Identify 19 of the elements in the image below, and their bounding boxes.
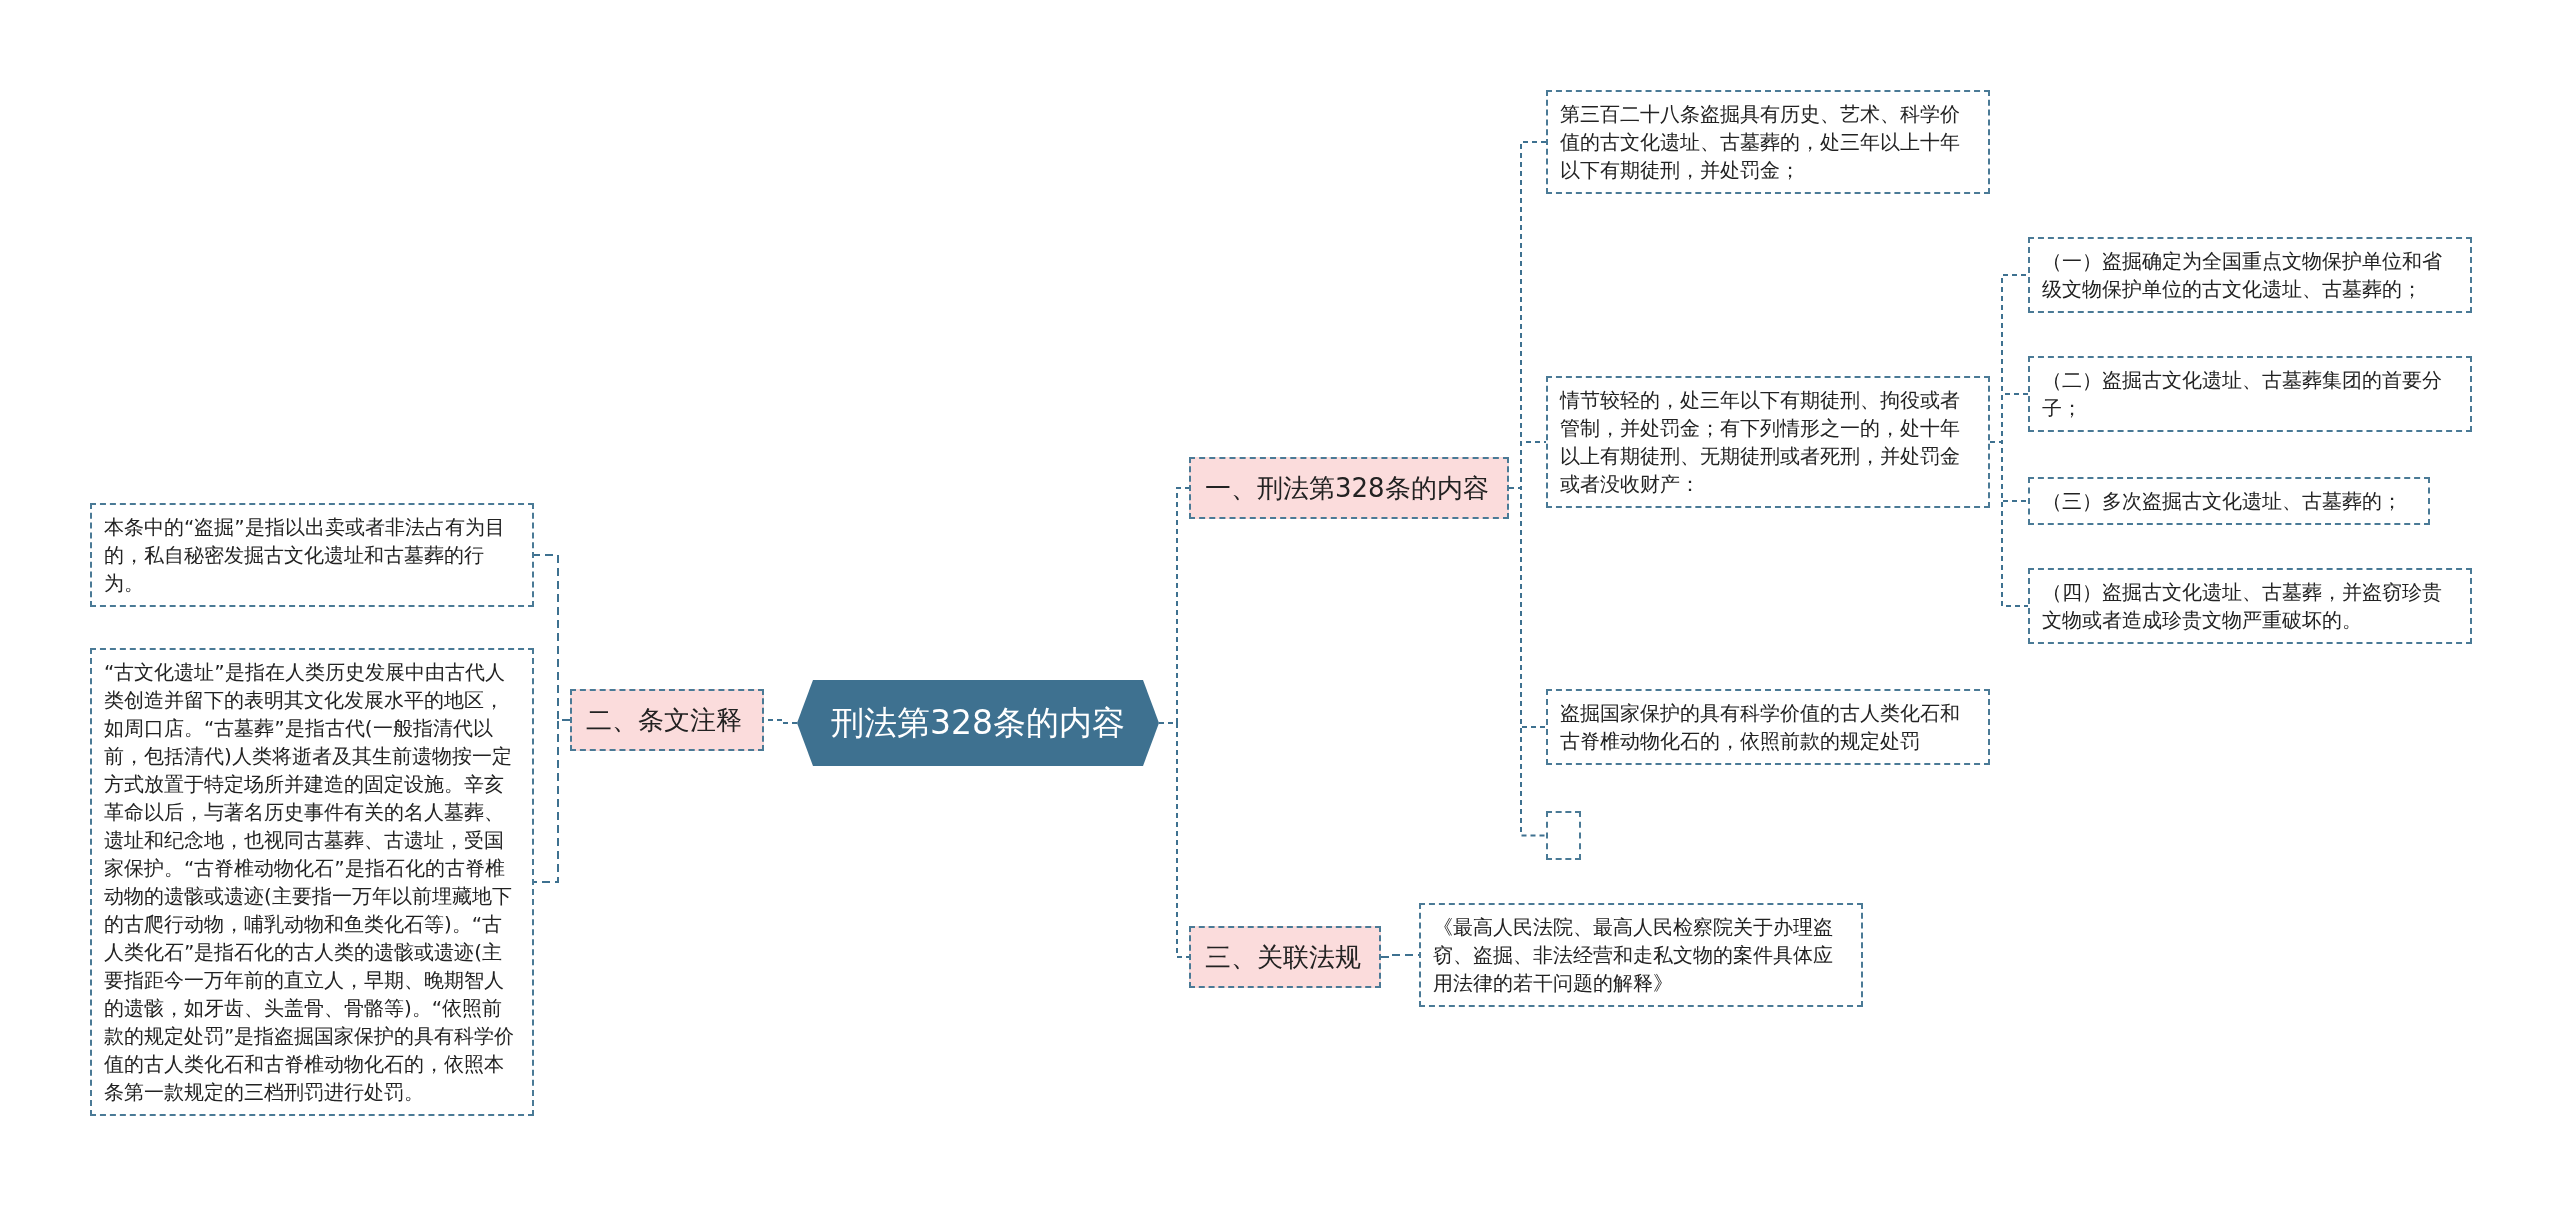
text-box: （一）盗掘确定为全国重点文物保护单位和省级文物保护单位的古文化遗址、古墓葬的； (2028, 237, 2472, 313)
empty-box (1546, 811, 1581, 860)
text-box: 本条中的“盗掘”是指以出卖或者非法占有为目的，私自秘密发掘古文化遗址和古墓葬的行为。 (90, 503, 534, 607)
text-box: （三）多次盗掘古文化遗址、古墓葬的； (2028, 477, 2430, 525)
connector-line (1989, 441, 2029, 607)
text-box: 第三百二十八条盗掘具有历史、艺术、科学价值的古文化遗址、古墓葬的，处三年以上十年以下有期徒刑，并处罚金； (1546, 90, 1990, 194)
text-box: “古文化遗址”是指在人类历史发展中由古代人类创造并留下的表明其文化发展水平的地区，如周口店。“古墓葬”是指古代(一般指清代以前，包括清代)人类将逝者及其生前遗物按一定方式放置于特定场所并建造的固定设施。辛亥革命以后，与著名历史事件有关的名人墓葬、遗址和纪念地，也视同古墓葬、古遗址，受国家保护。“古脊椎动物化石”是指石化的古脊椎动物的遗骸或遗迹(主要指一万年以前埋藏地下的古爬行动物，哺乳动物和鱼类化石等)。“古人类化石”是指石化的古人类的遗骸或遗迹(主要指距今一万年前的直立人，早期、晚期智人的遗骸，如牙齿、头盖骨、骨骼等)。“依照前款的规定处罚”是指盗掘国家保护的具有科学价值的古人类化石和古脊椎动物化石的，依照本条第一款规定的三档刑罚进行处罚。 (90, 648, 534, 1116)
topic-box: 二、条文注释 (570, 689, 764, 751)
text-box: 《最高人民法院、最高人民检察院关于办理盗窃、盗掘、非法经营和走私文物的案件具体应用法律的若干问题的解释》 (1419, 903, 1863, 1007)
connector-line (533, 719, 571, 883)
text-box: 盗掘国家保护的具有科学价值的古人类化石和古脊椎动物化石的，依照前款的规定处罚 (1546, 689, 1990, 765)
topic-box: 一、刑法第328条的内容 (1189, 457, 1509, 519)
text-box: （二）盗掘古文化遗址、古墓葬集团的首要分子； (2028, 356, 2472, 432)
topic-title: 刑法第328条的内容 (831, 703, 1125, 743)
text-box: 情节较轻的，处三年以下有期徒刑、拘役或者管制，并处罚金；有下列情形之一的，处十年以上有期徒刑、无期徒刑或者死刑，并处罚金或者没收财产： (1546, 376, 1990, 508)
connector-line (1158, 722, 1190, 958)
topic-box: 三、关联法规 (1189, 926, 1381, 988)
central-topic-hexagon (797, 680, 1159, 766)
text-box: （四）盗掘古文化遗址、古墓葬，并盗窃珍贵文物或者造成珍贵文物严重破坏的。 (2028, 568, 2472, 644)
